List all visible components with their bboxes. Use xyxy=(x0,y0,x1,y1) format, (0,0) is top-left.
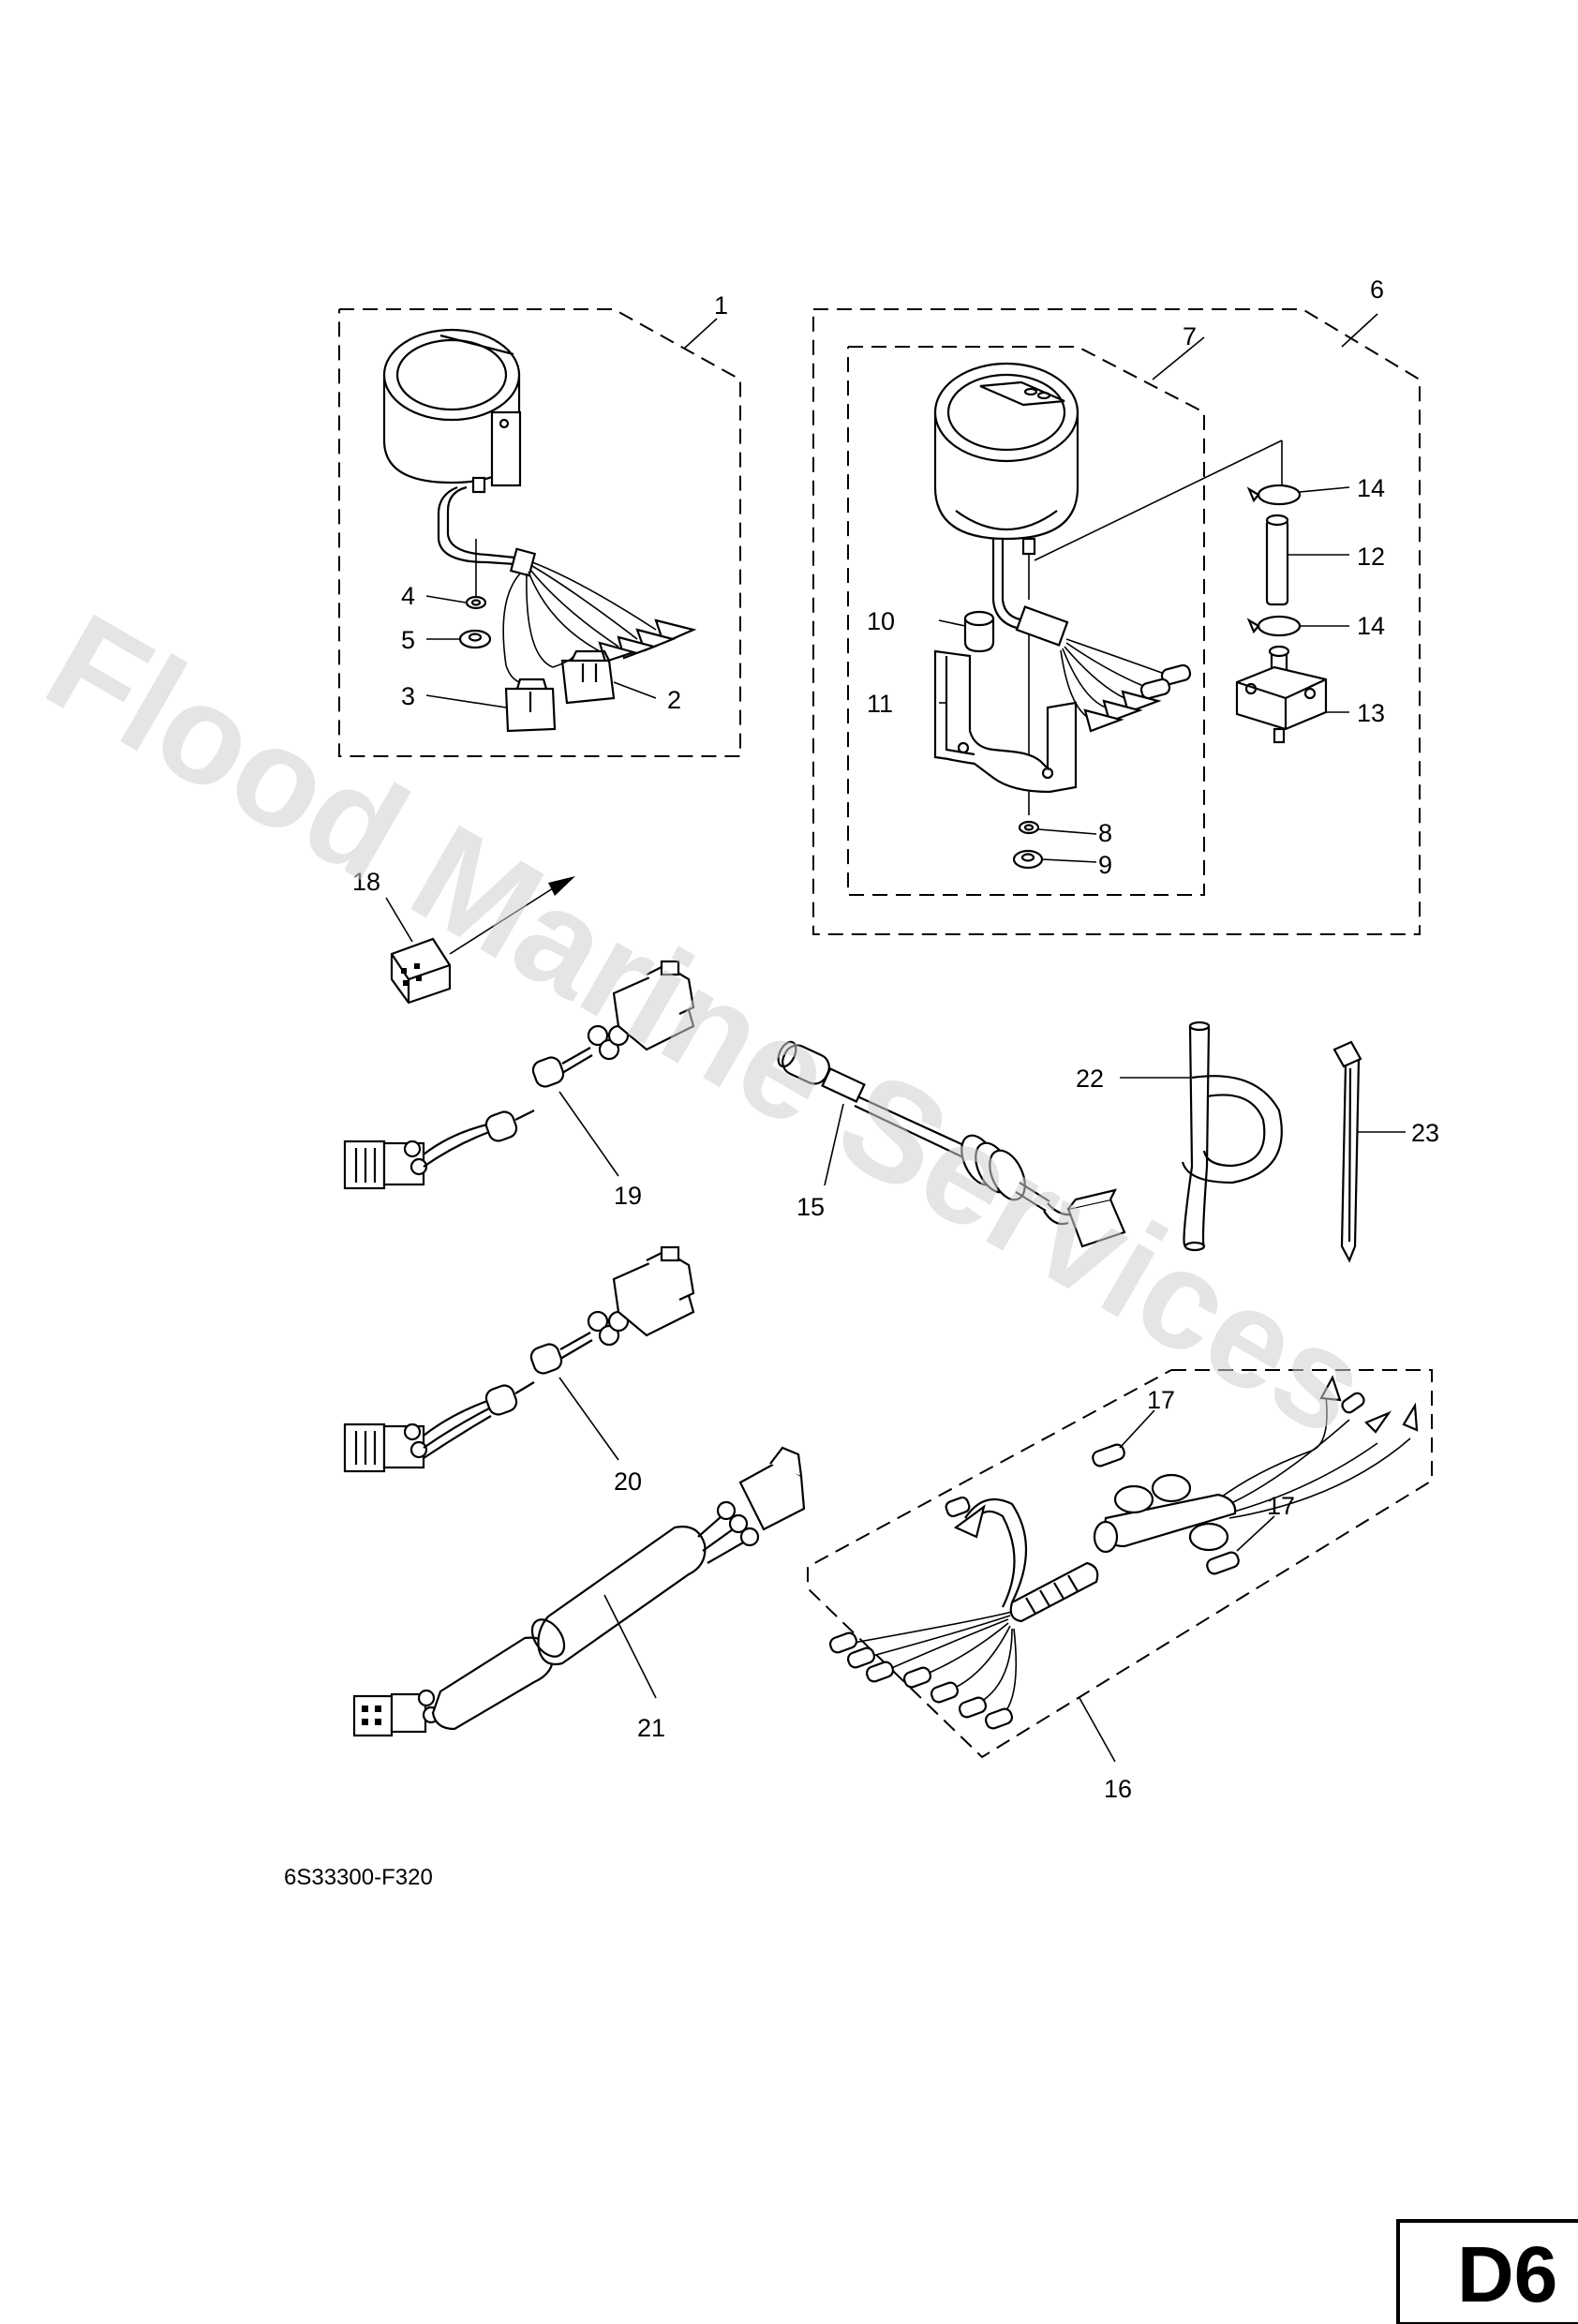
callout-10: 10 xyxy=(867,607,895,635)
part-17-fuse-lower xyxy=(1206,1551,1240,1575)
callout-23: 23 xyxy=(1411,1119,1439,1147)
callout-22: 22 xyxy=(1076,1065,1104,1093)
assembly-6-outline xyxy=(812,308,1421,935)
part-4-washer xyxy=(465,595,487,610)
part-5-nut xyxy=(458,629,492,649)
part-9-nut xyxy=(1012,849,1044,870)
callout-12: 12 xyxy=(1357,543,1385,571)
callout-13: 13 xyxy=(1357,699,1385,727)
part-17-fuse-upper xyxy=(1092,1443,1125,1467)
callout-20: 20 xyxy=(614,1467,642,1496)
part-1-wires xyxy=(502,561,697,668)
callout-17b: 17 xyxy=(1267,1492,1295,1520)
part-8-washer xyxy=(1018,820,1040,835)
callout-8: 8 xyxy=(1098,819,1112,847)
part-3-connector xyxy=(504,678,557,733)
callout-15: 15 xyxy=(796,1193,825,1221)
callout-3: 3 xyxy=(401,682,415,710)
callout-14a: 14 xyxy=(1357,474,1385,502)
part-15-grommet xyxy=(960,1134,1026,1201)
callout-18: 18 xyxy=(352,868,380,896)
drawing-code: 6S33300-F320 xyxy=(284,1865,433,1890)
part-23-cable-tie: 23 xyxy=(1332,1040,1439,1263)
assembly-7-outline xyxy=(847,346,1205,896)
part-20-harness: 20 xyxy=(343,1245,695,1496)
assembly-16-outline xyxy=(807,1369,1433,1759)
page-badge-box xyxy=(1396,2219,1578,2324)
part-10-grommet xyxy=(963,610,995,653)
part-14-clamp-upper xyxy=(1246,484,1302,506)
part-15-cable: 15 xyxy=(777,1040,1126,1248)
part-7-wires xyxy=(1060,638,1192,733)
part-19-harness: 19 xyxy=(343,960,695,1210)
callout-17a: 17 xyxy=(1147,1386,1175,1414)
callout-6: 6 xyxy=(1370,276,1384,304)
callout-5: 5 xyxy=(401,626,415,654)
part-11-bracket xyxy=(933,649,1078,794)
callout-7: 7 xyxy=(1183,322,1197,350)
callout-2: 2 xyxy=(667,686,681,714)
callout-19: 19 xyxy=(614,1182,642,1210)
page-badge: D6 xyxy=(1457,2230,1557,2318)
part-18-cap: 18 xyxy=(352,868,575,1005)
assembly-6-group: 6 7 8 9 10 11 12 13 14 14 xyxy=(812,276,1421,935)
callout-4: 4 xyxy=(401,582,415,610)
callout-9: 9 xyxy=(1098,851,1112,879)
assembly-1-outline xyxy=(338,308,741,757)
part-12-hose xyxy=(1265,514,1289,606)
callout-1: 1 xyxy=(714,291,728,320)
part-7-gauge xyxy=(933,362,1079,556)
part-22-hose: 22 xyxy=(1076,1020,1283,1252)
part-14-clamp-lower xyxy=(1246,615,1302,637)
part-2-connector xyxy=(560,649,616,705)
assembly-1-group: 1 2 3 4 5 xyxy=(338,291,741,757)
part-13-sensor xyxy=(1235,645,1328,744)
callout-21: 21 xyxy=(637,1714,665,1742)
part-1-gauge xyxy=(382,328,522,566)
assembly-16-group: 17 17 16 xyxy=(807,1369,1433,1803)
callout-11: 11 xyxy=(867,690,893,718)
watermark: Flood Marine Services xyxy=(22,583,1393,1466)
part-21-harness: 21 xyxy=(352,1446,806,1742)
callout-14b: 14 xyxy=(1357,612,1385,640)
callout-16: 16 xyxy=(1104,1775,1132,1803)
